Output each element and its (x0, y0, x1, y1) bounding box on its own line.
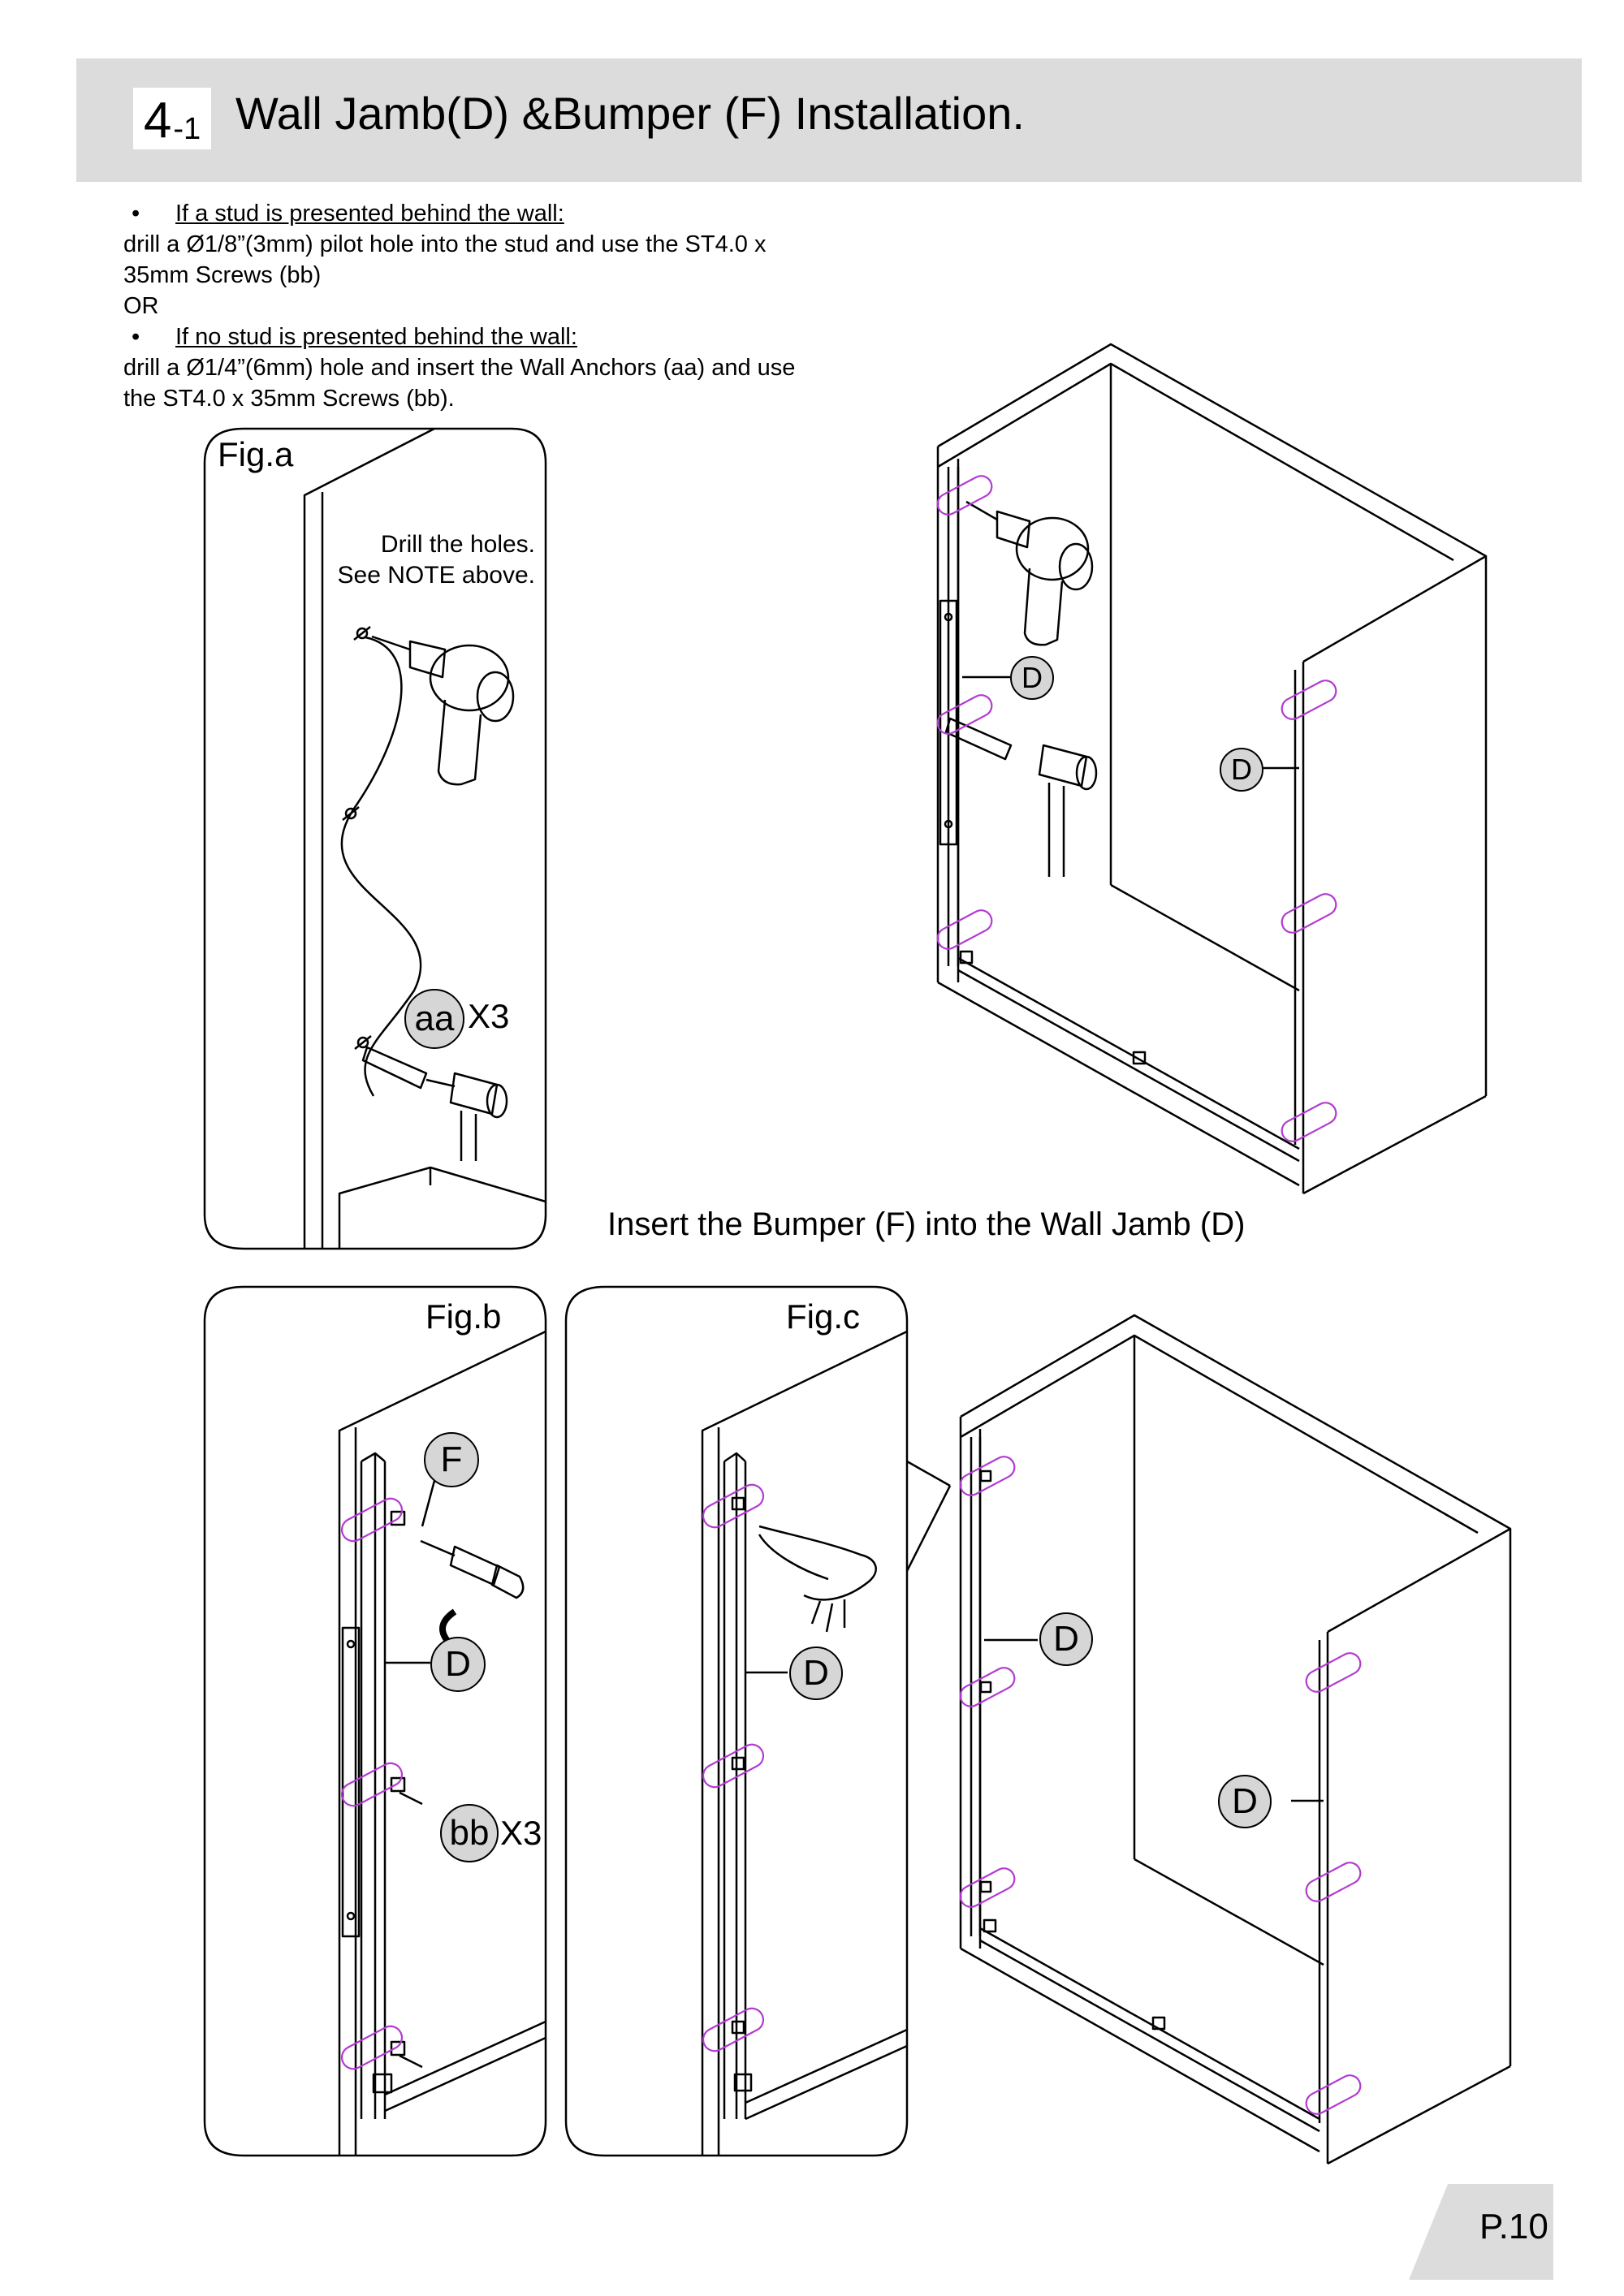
guide-marks (340, 475, 1362, 2115)
fig-a-panel (203, 427, 547, 1250)
page-number: P.10 (1479, 2207, 1548, 2246)
part-d-badge: D (1010, 656, 1054, 700)
hand-icon (758, 1525, 877, 1633)
part-d-badge: D (1218, 1775, 1272, 1828)
fig-c-panel (564, 1285, 952, 2157)
step-number: 4 (143, 93, 172, 149)
part-bb-badge: bb (440, 1804, 499, 1862)
instruction-line: •If no stud is presented behind the wall… (132, 324, 577, 350)
instruction-line: •If a stud is presented behind the wall: (132, 201, 564, 227)
section-title: Wall Jamb(D) &Bumper (F) Installation. (235, 88, 1025, 139)
instruction-line: 35mm Screws (bb) (123, 262, 322, 288)
fig-c-label: Fig.c (786, 1297, 861, 1336)
screwdriver-icon (420, 1539, 525, 1599)
instruction-line: the ST4.0 x 35mm Screws (bb). (123, 386, 455, 412)
instruction-line: OR (123, 293, 159, 319)
section-header: 4 -1 Wall Jamb(D) &Bumper (F) Installati… (76, 58, 1582, 182)
bumper-caption: Insert the Bumper (F) into the Wall Jamb… (607, 1206, 1246, 1242)
step-sub-number: -1 (173, 112, 201, 146)
part-aa-badge: aa (404, 989, 464, 1049)
top-overview-drawing (936, 343, 1488, 1195)
instruction-heading: If no stud is presented behind the wall: (175, 324, 577, 350)
screwdriver-icon (944, 717, 1098, 877)
part-d-badge: D (1039, 1612, 1093, 1666)
fig-b-label: Fig.b (425, 1297, 502, 1336)
hole-mark (354, 1035, 372, 1050)
hole-mark (353, 626, 371, 641)
fig-a-note: Drill the holes. See NOTE above. (337, 531, 535, 589)
screwdriver-icon (361, 1046, 508, 1161)
part-d-badge: D (430, 1637, 486, 1692)
instruction-line: drill a Ø1/4”(6mm) hole and insert the W… (123, 355, 796, 381)
instructions: •If a stud is presented behind the wall:… (123, 198, 903, 414)
part-bb-qty: X3 (500, 1814, 542, 1852)
instruction-heading: If a stud is presented behind the wall: (175, 201, 564, 227)
drill-icon (965, 500, 1094, 646)
fig-b-panel (203, 1285, 547, 2157)
instruction-line: drill a Ø1/8”(3mm) pilot hole into the s… (123, 231, 767, 257)
step-number-box: 4 -1 (133, 88, 211, 149)
part-aa-qty: X3 (468, 997, 510, 1035)
fig-a-label: Fig.a (218, 435, 294, 473)
bottom-overview-drawing (959, 1314, 1512, 2165)
drill-icon (371, 635, 515, 786)
part-f-badge: F (424, 1432, 479, 1487)
part-d-badge: D (1220, 748, 1263, 792)
part-d-badge: D (789, 1646, 843, 1700)
